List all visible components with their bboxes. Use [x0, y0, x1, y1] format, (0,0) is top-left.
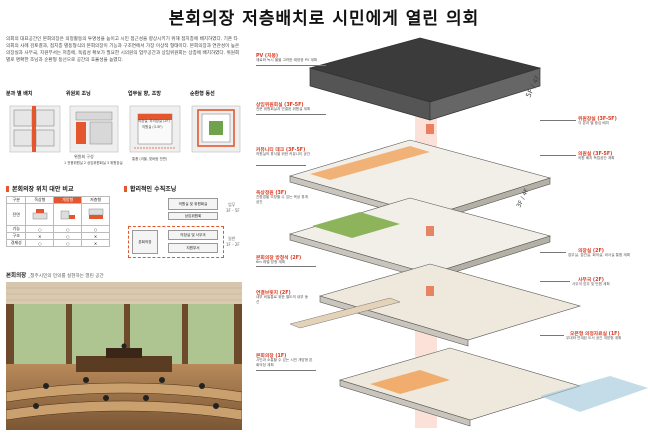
zoning-title: 합리적인 수직조닝 [124, 184, 176, 193]
axon-leader [256, 114, 326, 115]
compare-cell: ○ [53, 232, 83, 240]
axon-sub-standing-committee: 전문 위원회실과 연결된 위원실 계획 [256, 107, 311, 111]
axon-label-pv: PV (지붕) [256, 54, 279, 59]
diagram-3-label-a: 의장실, 부의장실 (2F) [138, 119, 170, 123]
page-title: 본회의장 저층배치로 시민에게 열린 의회 [168, 9, 480, 29]
zoning-block-plenary: 본회의장 [132, 230, 158, 254]
compare-cell-sketch [81, 203, 110, 226]
compare-cell: 경제성 [5, 239, 27, 247]
compare-cell-sketch [25, 203, 55, 226]
diagram-3-label-b: 의원실 (3-5F) [142, 125, 163, 129]
axon-label-chair-room: 위원장실 (3F-5F) [578, 117, 617, 122]
compare-title: 본회의장 위치 대안 비교 [6, 184, 73, 193]
axon-leader [540, 155, 576, 156]
diagram-3-title: 업무실 향, 조망 [128, 91, 161, 97]
compare-cell: ○ [25, 239, 55, 247]
zoning-side-upper: 업무 [228, 202, 236, 207]
axon-label-standing-committee: 상임위원회실 (3F-5F) [256, 103, 304, 108]
axon-leader [540, 120, 576, 121]
axon-leader [540, 335, 564, 336]
diagram-1-title: 분과 별 배치 [6, 91, 33, 97]
compare-cell: ✕ [25, 232, 55, 240]
compare-header-cell: 옥상형 [25, 196, 55, 204]
compare-row: 구조 ✕ ○ ✕ [5, 232, 110, 240]
axon-sub-gallery: 6m 레벨 방청 계획 [256, 260, 286, 264]
compare-cell: 전면 [5, 203, 27, 226]
axon-leader [256, 370, 316, 371]
axon-label-bridge: 연결브릿지 (2F) [256, 291, 291, 296]
diagram-2-title: 위원회 조닝 [66, 91, 91, 97]
compare-row: 전면 [5, 203, 110, 226]
compare-header-cell: 저층형 [81, 196, 110, 204]
zoning-side-upper-floors: 3F - 5F [226, 208, 240, 213]
compare-cell: ✕ [81, 232, 110, 240]
axon-sub-pv: 재료와 녹시 물을 고려한 태양광 PV 계획 [256, 58, 318, 62]
zoning-side-lower: 일반 [228, 236, 236, 241]
compare-cell: 기능 [5, 225, 27, 233]
zoning-lower-frame [128, 226, 224, 258]
photo-caption: 본회의장 _청주시민의 민의를 실현하는 열린 공간 [6, 271, 104, 279]
axon-leader [256, 165, 306, 166]
axon-label-archive: 오픈형 의정자료실 (1F) [570, 332, 620, 337]
compare-cell: ○ [25, 225, 55, 233]
zoning-block-support: 지원부서 [168, 243, 218, 253]
axon-label-member-office: 의원실 (3F-5F) [578, 152, 613, 157]
compare-header-row: 구분 옥상형 개방형 저층형 [5, 196, 110, 204]
axon-label-speaker-office: 의장실 (2F) [578, 249, 604, 254]
concept-diagram-art [9, 105, 241, 153]
intro-text: 의회의 대표공간인 본회의장은 의정활동의 투명성을 높이고 시민 접근성을 향… [6, 37, 240, 63]
axon-label-rooftop-garden: 옥상정원 (3F) [256, 191, 287, 196]
diagram-4-title: 순환형 동선 [190, 91, 215, 97]
photo-subtitle: _청주시민의 민의를 실현하는 열린 공간 [28, 274, 104, 279]
compare-cell: ○ [81, 225, 110, 233]
zoning-block-upper: 의원실 및 위원회실 [168, 198, 218, 210]
axon-sub-rooftop-garden: 친환경을 조망할 수 있는 옥상 휴게 공간 [256, 195, 308, 204]
axon-leader [256, 65, 326, 66]
compare-row: 경제성 ○ ○ ✕ [5, 239, 110, 247]
axon-label-community-deck: 커뮤니티 데크 (3F-5F) [256, 148, 306, 153]
axon-label-secretariat: 사무국 (2F) [578, 278, 604, 283]
compare-cell-sketch [53, 203, 83, 226]
diagram-2-legend: 1 전용위원실 2 상임위원회실 3 위원장실 [64, 161, 123, 165]
diagram-2-caption: 위원회 구성 [74, 154, 94, 159]
zoning-side-lower-floors: 1F - 2F [226, 242, 240, 247]
compare-header-cell: 구분 [5, 196, 27, 204]
axon-sub-plenary-hall: 시민과 소통할 수 있는 시민 개방형 본회의장 계획 [256, 358, 313, 367]
axon-sub-chair-room: 각 본과 별 중심 배치 [578, 121, 610, 125]
council-chamber-rendering [6, 282, 242, 430]
axon-sub-bridge: 내부 비밀통로 위한 별도의 내부 동선 [256, 295, 308, 304]
compare-table: 구분 옥상형 개방형 저층형 전면 기능 ○ ○ ○ 구조 ✕ ○ ✕ 경제성 … [5, 196, 110, 247]
exploded-axonometric: 5F / 4F 3F / 4F [250, 28, 648, 437]
axon-leader [540, 252, 566, 253]
compare-header-cell-highlight: 개방형 [53, 196, 83, 204]
axon-sub-speaker-office: 접무실, 접견실, 회의실, 비서실 통합 계획 [568, 253, 631, 257]
compare-cell: ○ [53, 239, 83, 247]
compare-cell: 구조 [5, 232, 27, 240]
axon-sub-secretariat: 사무국 업무 및 민원 계획 [572, 282, 610, 286]
axon-leader [256, 266, 316, 267]
axon-leader [540, 281, 570, 282]
axon-sub-archive: 무대와 연계된 도서 공간 개방형 계획 [566, 336, 622, 340]
axon-sub-community-deck: 의원실의 휴식을 위한 커뮤니티 공간 [256, 152, 311, 156]
zoning-block-committee: 상임위원회 [168, 212, 218, 220]
compare-cell: ○ [53, 225, 83, 233]
axon-sub-member-office: 의원 배치 독립공간 계획 [578, 156, 615, 160]
zoning-block-chair: 의장실 및 사무국 [168, 230, 218, 240]
diagram-3-caption: 통풍 (겨울, 맞바람 전면) [132, 157, 168, 161]
compare-row: 기능 ○ ○ ○ [5, 225, 110, 233]
photo-title: 본회의장 [6, 273, 27, 279]
axon-label-plenary-hall: 본회의장 (1F) [256, 354, 287, 359]
compare-cell: ✕ [81, 239, 110, 247]
axon-label-gallery: 본회의장 방청석 (2F) [256, 256, 302, 261]
